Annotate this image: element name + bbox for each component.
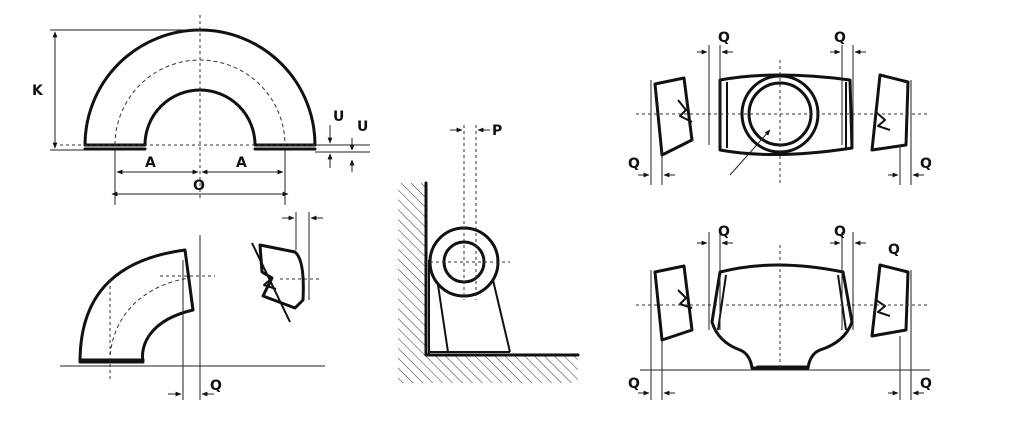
label-u-1: U [333,109,344,125]
label-q-top-1: Q [718,30,730,46]
tee-assembly [636,232,930,400]
label-q-top-2: Q [834,30,846,46]
label-a-right: A [236,155,247,171]
label-q-bottom-4: Q [628,376,640,392]
label-q-bottom-5: Q [920,376,932,392]
label-q-elbow: Q [210,378,222,394]
elbow-90 [60,235,325,400]
label-q-bottom-3: Q [888,242,900,258]
label-q-top-4: Q [920,156,932,172]
label-k: K [32,83,44,99]
label-q-bottom-1: Q [718,224,730,240]
label-a-left: A [145,155,156,171]
label-q-top-3: Q [628,156,640,172]
label-p: P [492,123,502,139]
label-o: O [193,178,205,194]
reducer-assembly [636,45,930,185]
label-u-2: U [357,119,368,135]
return-bend-180 [50,15,370,205]
wall-mounted-pipe [398,125,580,383]
label-q-bottom-2: Q [834,224,846,240]
bevel-end-detail [251,212,323,323]
